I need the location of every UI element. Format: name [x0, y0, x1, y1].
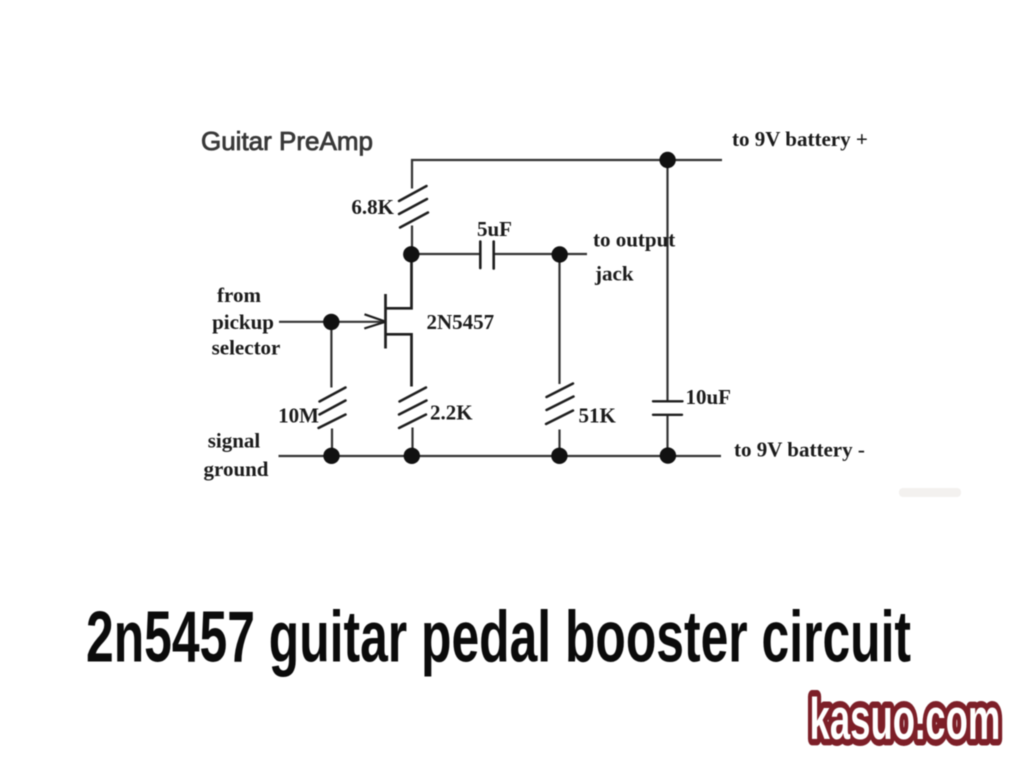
- svg-text:10M: 10M: [278, 404, 319, 428]
- svg-text:10uF: 10uF: [686, 385, 732, 409]
- svg-text:jack: jack: [594, 262, 634, 286]
- svg-text:signal: signal: [208, 429, 261, 453]
- svg-text:2n5457 guitar pedal booster ci: 2n5457 guitar pedal booster circuit: [86, 598, 911, 678]
- svg-text:to 9V battery +: to 9V battery +: [732, 127, 868, 151]
- svg-text:kasuo.com: kasuo.com: [810, 688, 1001, 753]
- svg-text:6.8K: 6.8K: [351, 195, 394, 219]
- svg-text:2.2K: 2.2K: [430, 401, 473, 425]
- svg-text:ground: ground: [204, 457, 269, 481]
- svg-text:51K: 51K: [579, 404, 617, 428]
- svg-text:to output: to output: [593, 228, 675, 252]
- svg-text:selector: selector: [212, 336, 281, 360]
- svg-text:5uF: 5uF: [477, 217, 512, 241]
- svg-text:Guitar PreAmp: Guitar PreAmp: [201, 126, 373, 156]
- svg-text:to 9V battery -: to 9V battery -: [734, 438, 865, 462]
- svg-text:2N5457: 2N5457: [427, 310, 495, 334]
- svg-text:from: from: [217, 283, 261, 307]
- svg-text:pickup: pickup: [212, 310, 274, 334]
